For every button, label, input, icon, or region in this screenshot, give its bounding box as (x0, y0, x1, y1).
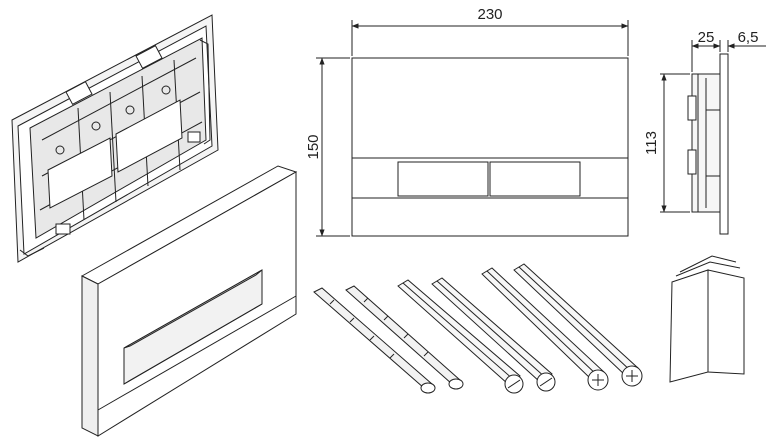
short-rod-2 (345, 285, 464, 390)
mounting-frame (11, 14, 219, 263)
cross-screw-2 (513, 263, 643, 387)
depth-dimension: 25 (698, 29, 715, 46)
instruction-booklet (669, 255, 745, 383)
short-rod-1 (313, 287, 436, 394)
front-view (316, 20, 629, 237)
plate-thickness-dimension: 6,5 (738, 29, 759, 46)
flush-plate (80, 165, 298, 437)
anchor-set (313, 263, 643, 394)
button-height-dimension: 113 (643, 131, 660, 155)
side-view (660, 40, 766, 235)
slot-screw-2 (431, 277, 556, 392)
height-dimension: 150 (305, 134, 322, 159)
slot-screw-1 (397, 279, 524, 394)
cross-screw-1 (481, 267, 609, 391)
width-dimension: 230 (477, 6, 502, 23)
